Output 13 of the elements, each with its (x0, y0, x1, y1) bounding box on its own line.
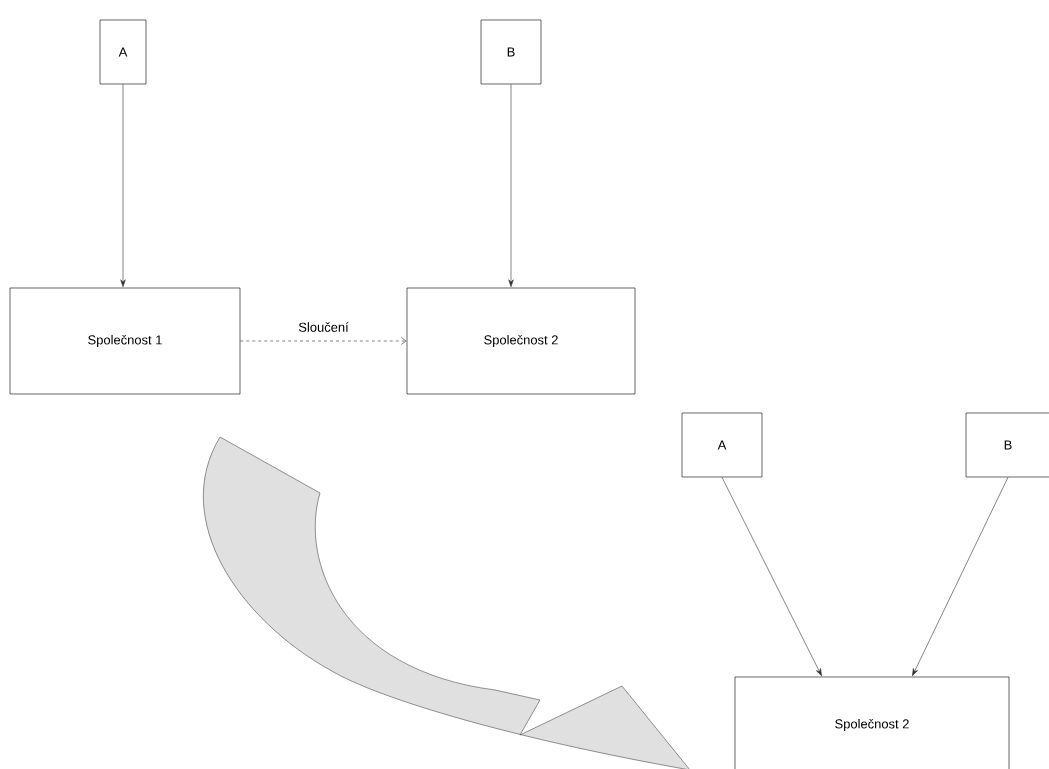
arrow (508, 84, 514, 288)
company-box: A (681, 412, 763, 478)
arrow (240, 337, 407, 345)
company-box: Společnost 1 (9, 287, 241, 395)
company-box: A (99, 19, 147, 85)
company-box: Společnost 2 (406, 287, 636, 395)
arrow (721, 477, 822, 677)
edge-label: Sloučení (298, 322, 349, 332)
arrow (120, 84, 126, 288)
company-box: B (965, 412, 1049, 478)
arrow (912, 477, 1009, 677)
company-box: B (480, 19, 542, 85)
company-box: Společnost 2 (734, 676, 1010, 769)
